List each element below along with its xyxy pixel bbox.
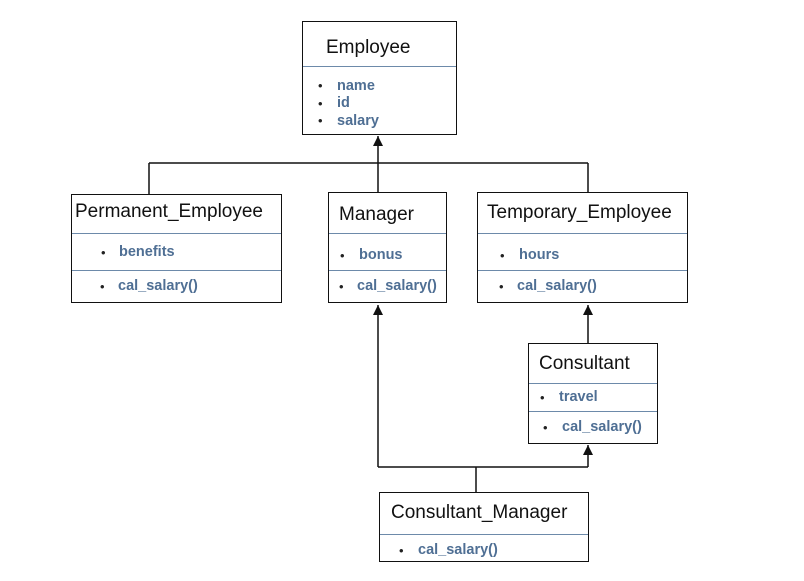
attribute-item: • travel: [529, 390, 598, 405]
attribute-label: benefits: [119, 244, 175, 260]
method-item: • cal_salary(): [478, 279, 597, 294]
bullet-icon: •: [340, 247, 345, 263]
class-consultant-manager-methods: • cal_salary(): [380, 534, 588, 561]
class-consultant-name: Consultant: [539, 353, 630, 374]
bullet-icon: •: [500, 247, 505, 263]
method-item: • cal_salary(): [329, 279, 437, 294]
attribute-label: name: [337, 77, 375, 94]
class-consultant[interactable]: Consultant • travel • cal_salary(): [528, 343, 658, 444]
bullet-icon: •: [399, 542, 404, 558]
class-manager-attributes: • bonus: [329, 233, 446, 270]
class-temporary-employee-name: Temporary_Employee: [487, 202, 672, 223]
method-label: cal_salary(): [562, 419, 642, 435]
attribute-label: bonus: [359, 247, 403, 263]
bullet-icon: •: [339, 278, 344, 294]
bullet-icon: •: [499, 278, 504, 294]
class-permanent-employee-attributes: • benefits: [72, 233, 281, 270]
class-manager-name: Manager: [339, 204, 414, 225]
class-consultant-manager[interactable]: Consultant_Manager • cal_salary(): [379, 492, 589, 562]
attribute-item: • hours: [478, 248, 559, 263]
class-consultant-attributes: • travel: [529, 383, 657, 411]
class-temporary-employee-attributes: • hours: [478, 233, 687, 270]
bullet-icon: •: [540, 389, 545, 405]
class-permanent-employee-name: Permanent_Employee: [75, 201, 263, 222]
attribute-label: hours: [519, 247, 560, 263]
method-item: • cal_salary(): [72, 279, 198, 294]
bullet-icon: •: [543, 419, 548, 435]
attribute-label: id: [337, 95, 350, 111]
class-employee[interactable]: Employee • name • id • salary: [302, 21, 457, 135]
class-employee-attributes: • name • id • salary: [303, 66, 456, 134]
class-manager[interactable]: Manager • bonus • cal_salary(): [328, 192, 447, 303]
method-label: cal_salary(): [517, 278, 597, 294]
method-label: cal_salary(): [118, 278, 198, 294]
attribute-item: • bonus: [329, 248, 403, 263]
class-permanent-employee-methods: • cal_salary(): [72, 270, 281, 301]
attribute-item: • id: [303, 95, 456, 113]
bullet-icon: •: [100, 278, 105, 294]
method-label: cal_salary(): [418, 542, 498, 558]
bullet-icon: •: [101, 244, 106, 260]
method-item: • cal_salary(): [529, 420, 642, 435]
method-item: • cal_salary(): [380, 543, 498, 558]
attribute-item: • salary: [303, 112, 456, 130]
bullet-icon: •: [318, 78, 323, 94]
attribute-label: salary: [337, 112, 379, 129]
class-temporary-employee[interactable]: Temporary_Employee • hours • cal_salary(…: [477, 192, 688, 303]
bullet-icon: •: [318, 113, 323, 129]
attribute-item: • name: [303, 77, 456, 95]
class-permanent-employee[interactable]: Permanent_Employee • benefits • cal_sala…: [71, 194, 282, 303]
method-label: cal_salary(): [357, 278, 437, 294]
class-consultant-methods: • cal_salary(): [529, 411, 657, 442]
bullet-icon: •: [318, 95, 323, 111]
class-consultant-manager-name: Consultant_Manager: [391, 502, 568, 523]
class-temporary-employee-methods: • cal_salary(): [478, 270, 687, 301]
attribute-item: • benefits: [72, 245, 175, 260]
class-employee-name: Employee: [326, 37, 411, 58]
attribute-label: travel: [559, 389, 598, 405]
class-manager-methods: • cal_salary(): [329, 270, 446, 301]
